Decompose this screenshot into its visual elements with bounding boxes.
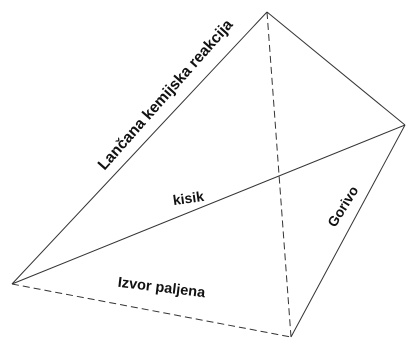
edge-apex-right [266, 11, 406, 126]
edge-bottom-right [290, 124, 406, 338]
label-fuel: Gorivo [324, 183, 361, 230]
edge-left-bottom-hidden [11, 283, 292, 338]
edge-left-right [11, 124, 406, 285]
label-chain-reaction: Lančana kemijska reakcija [95, 16, 237, 173]
label-ignition-source: Izvor paljena [117, 275, 207, 302]
edge-apex-bottom-hidden [266, 11, 292, 338]
edge-apex-left [11, 11, 268, 285]
label-oxygen: kisik [172, 188, 205, 208]
